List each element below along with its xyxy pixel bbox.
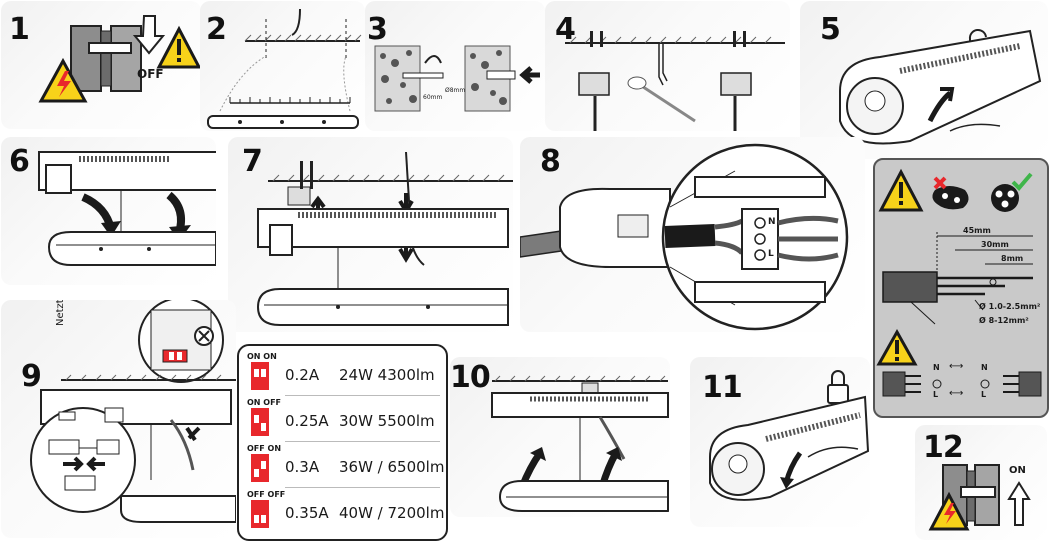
step-number: 5 xyxy=(820,12,841,47)
step-2-panel: 2 xyxy=(200,1,365,131)
warning-triangle-icon xyxy=(156,25,201,69)
cable-diameter-label: Ø 8-12mm² xyxy=(979,316,1029,325)
step-10-panel: 10 xyxy=(450,357,670,517)
attach-cover-illustration xyxy=(491,375,669,512)
live-arrow: ⟷ xyxy=(949,388,964,399)
cable-safety-panel: 45mm 30mm 8mm Ø 1.0-2.5mm² Ø 8-12mm² N ⟷… xyxy=(873,158,1049,418)
remove-cover-illustration xyxy=(38,151,216,266)
step-number: 10 xyxy=(450,360,491,395)
dip-switch-icon xyxy=(251,454,269,482)
step-number: 3 xyxy=(367,12,388,47)
warning-triangle-icon xyxy=(38,57,88,103)
dip-row: ON ON 0.2A 24W 4300lm xyxy=(247,352,440,396)
dip-switch-settings-table: ON ON 0.2A 24W 4300lm ON OFF 0.25A 30W 5… xyxy=(237,344,448,541)
breaker-off-illustration xyxy=(38,15,201,103)
dimension-diameter-label: Ø8mm xyxy=(445,87,466,94)
locked-padlock-icon xyxy=(827,370,849,404)
warning-triangle-icon xyxy=(928,491,970,531)
terminal-n-label: N xyxy=(768,217,776,227)
dip-switch-label: OFF OFF xyxy=(247,490,286,499)
step-number: 9 xyxy=(21,359,42,394)
step-number: 1 xyxy=(9,12,30,47)
current-value: 0.25A xyxy=(285,412,329,430)
neutral-arrow: ⟷ xyxy=(949,361,964,372)
step-9-panel: 9 Netzteil xyxy=(1,300,236,538)
step-number: 12 xyxy=(923,430,964,465)
step-3-panel: 3 60mm Ø8mm xyxy=(365,1,545,131)
step-number: 11 xyxy=(702,370,743,405)
neutral-right-label: N xyxy=(981,363,988,372)
wiring-terminal-illustration xyxy=(520,143,849,331)
dip-switch-label: ON ON xyxy=(247,352,277,361)
power-lumen-value: 30W 5500lm xyxy=(339,412,435,430)
step-8-panel: 8 N L xyxy=(520,137,865,332)
step-6-panel: 6 xyxy=(1,137,216,285)
step-number: 6 xyxy=(9,144,30,179)
terminal-l-label: L xyxy=(768,249,774,259)
dip-row: ON OFF 0.25A 30W 5500lm xyxy=(247,398,440,442)
dip-switch-icon xyxy=(251,500,269,528)
live-right-label: L xyxy=(981,390,987,399)
open-clips-illustration xyxy=(839,28,1042,145)
drilling-dowel-illustration xyxy=(374,45,540,112)
off-label: OFF xyxy=(137,67,164,81)
cable-spec-illustration xyxy=(876,168,1042,397)
step-number: 2 xyxy=(206,12,227,47)
power-lumen-value: 24W 4300lm xyxy=(339,366,435,384)
clip-mounting-illustration xyxy=(565,31,785,131)
close-clips-illustration xyxy=(709,370,870,501)
step-5-panel: 5 xyxy=(800,1,1048,159)
step-7-panel: 7 xyxy=(228,137,513,332)
on-label: ON xyxy=(1009,465,1026,476)
breaker-on-illustration xyxy=(928,464,1031,531)
dip-row: OFF ON 0.3A 36W / 6500lm xyxy=(247,444,444,488)
mount-on-clips-illustration xyxy=(256,151,513,326)
dip-switch-label: OFF ON xyxy=(247,444,282,453)
power-lumen-value: 36W / 6500lm xyxy=(339,458,445,476)
strip-length-30-label: 30mm xyxy=(981,240,1009,249)
dimension-depth-label: 60mm xyxy=(423,94,443,101)
step-number: 8 xyxy=(540,144,561,179)
power-lumen-value: 40W / 7200lm xyxy=(339,504,445,522)
driver-rotated-label: Netzteil xyxy=(55,300,66,326)
live-left-label: L xyxy=(933,390,939,399)
strip-length-45-label: 45mm xyxy=(963,226,991,235)
wire-cross-section-label: Ø 1.0-2.5mm² xyxy=(979,302,1041,311)
dip-row: OFF OFF 0.35A 40W / 7200lm xyxy=(247,490,444,534)
mounting-measure-illustration xyxy=(207,8,362,129)
neutral-left-label: N xyxy=(933,363,940,372)
current-value: 0.35A xyxy=(285,504,329,522)
step-1-panel: 1 OFF xyxy=(1,1,201,129)
step-4-panel: 4 xyxy=(545,1,790,131)
current-value: 0.3A xyxy=(285,458,320,476)
warning-triangle-icon xyxy=(878,168,924,212)
step-number: 4 xyxy=(555,12,576,47)
wrong-seal-icon xyxy=(932,176,969,210)
driver-switch-illustration xyxy=(30,300,236,523)
step-12-panel: 12 ON xyxy=(915,425,1047,540)
dip-switch-icon xyxy=(251,362,269,390)
dip-switch-label: ON OFF xyxy=(247,398,282,407)
correct-seal-icon xyxy=(991,172,1033,212)
step-number: 7 xyxy=(242,144,263,179)
current-value: 0.2A xyxy=(285,366,320,384)
step-11-panel: 11 xyxy=(690,357,870,527)
strip-length-8-label: 8mm xyxy=(1001,254,1024,263)
dip-switch-icon xyxy=(251,408,269,436)
warning-triangle-icon xyxy=(876,328,918,366)
